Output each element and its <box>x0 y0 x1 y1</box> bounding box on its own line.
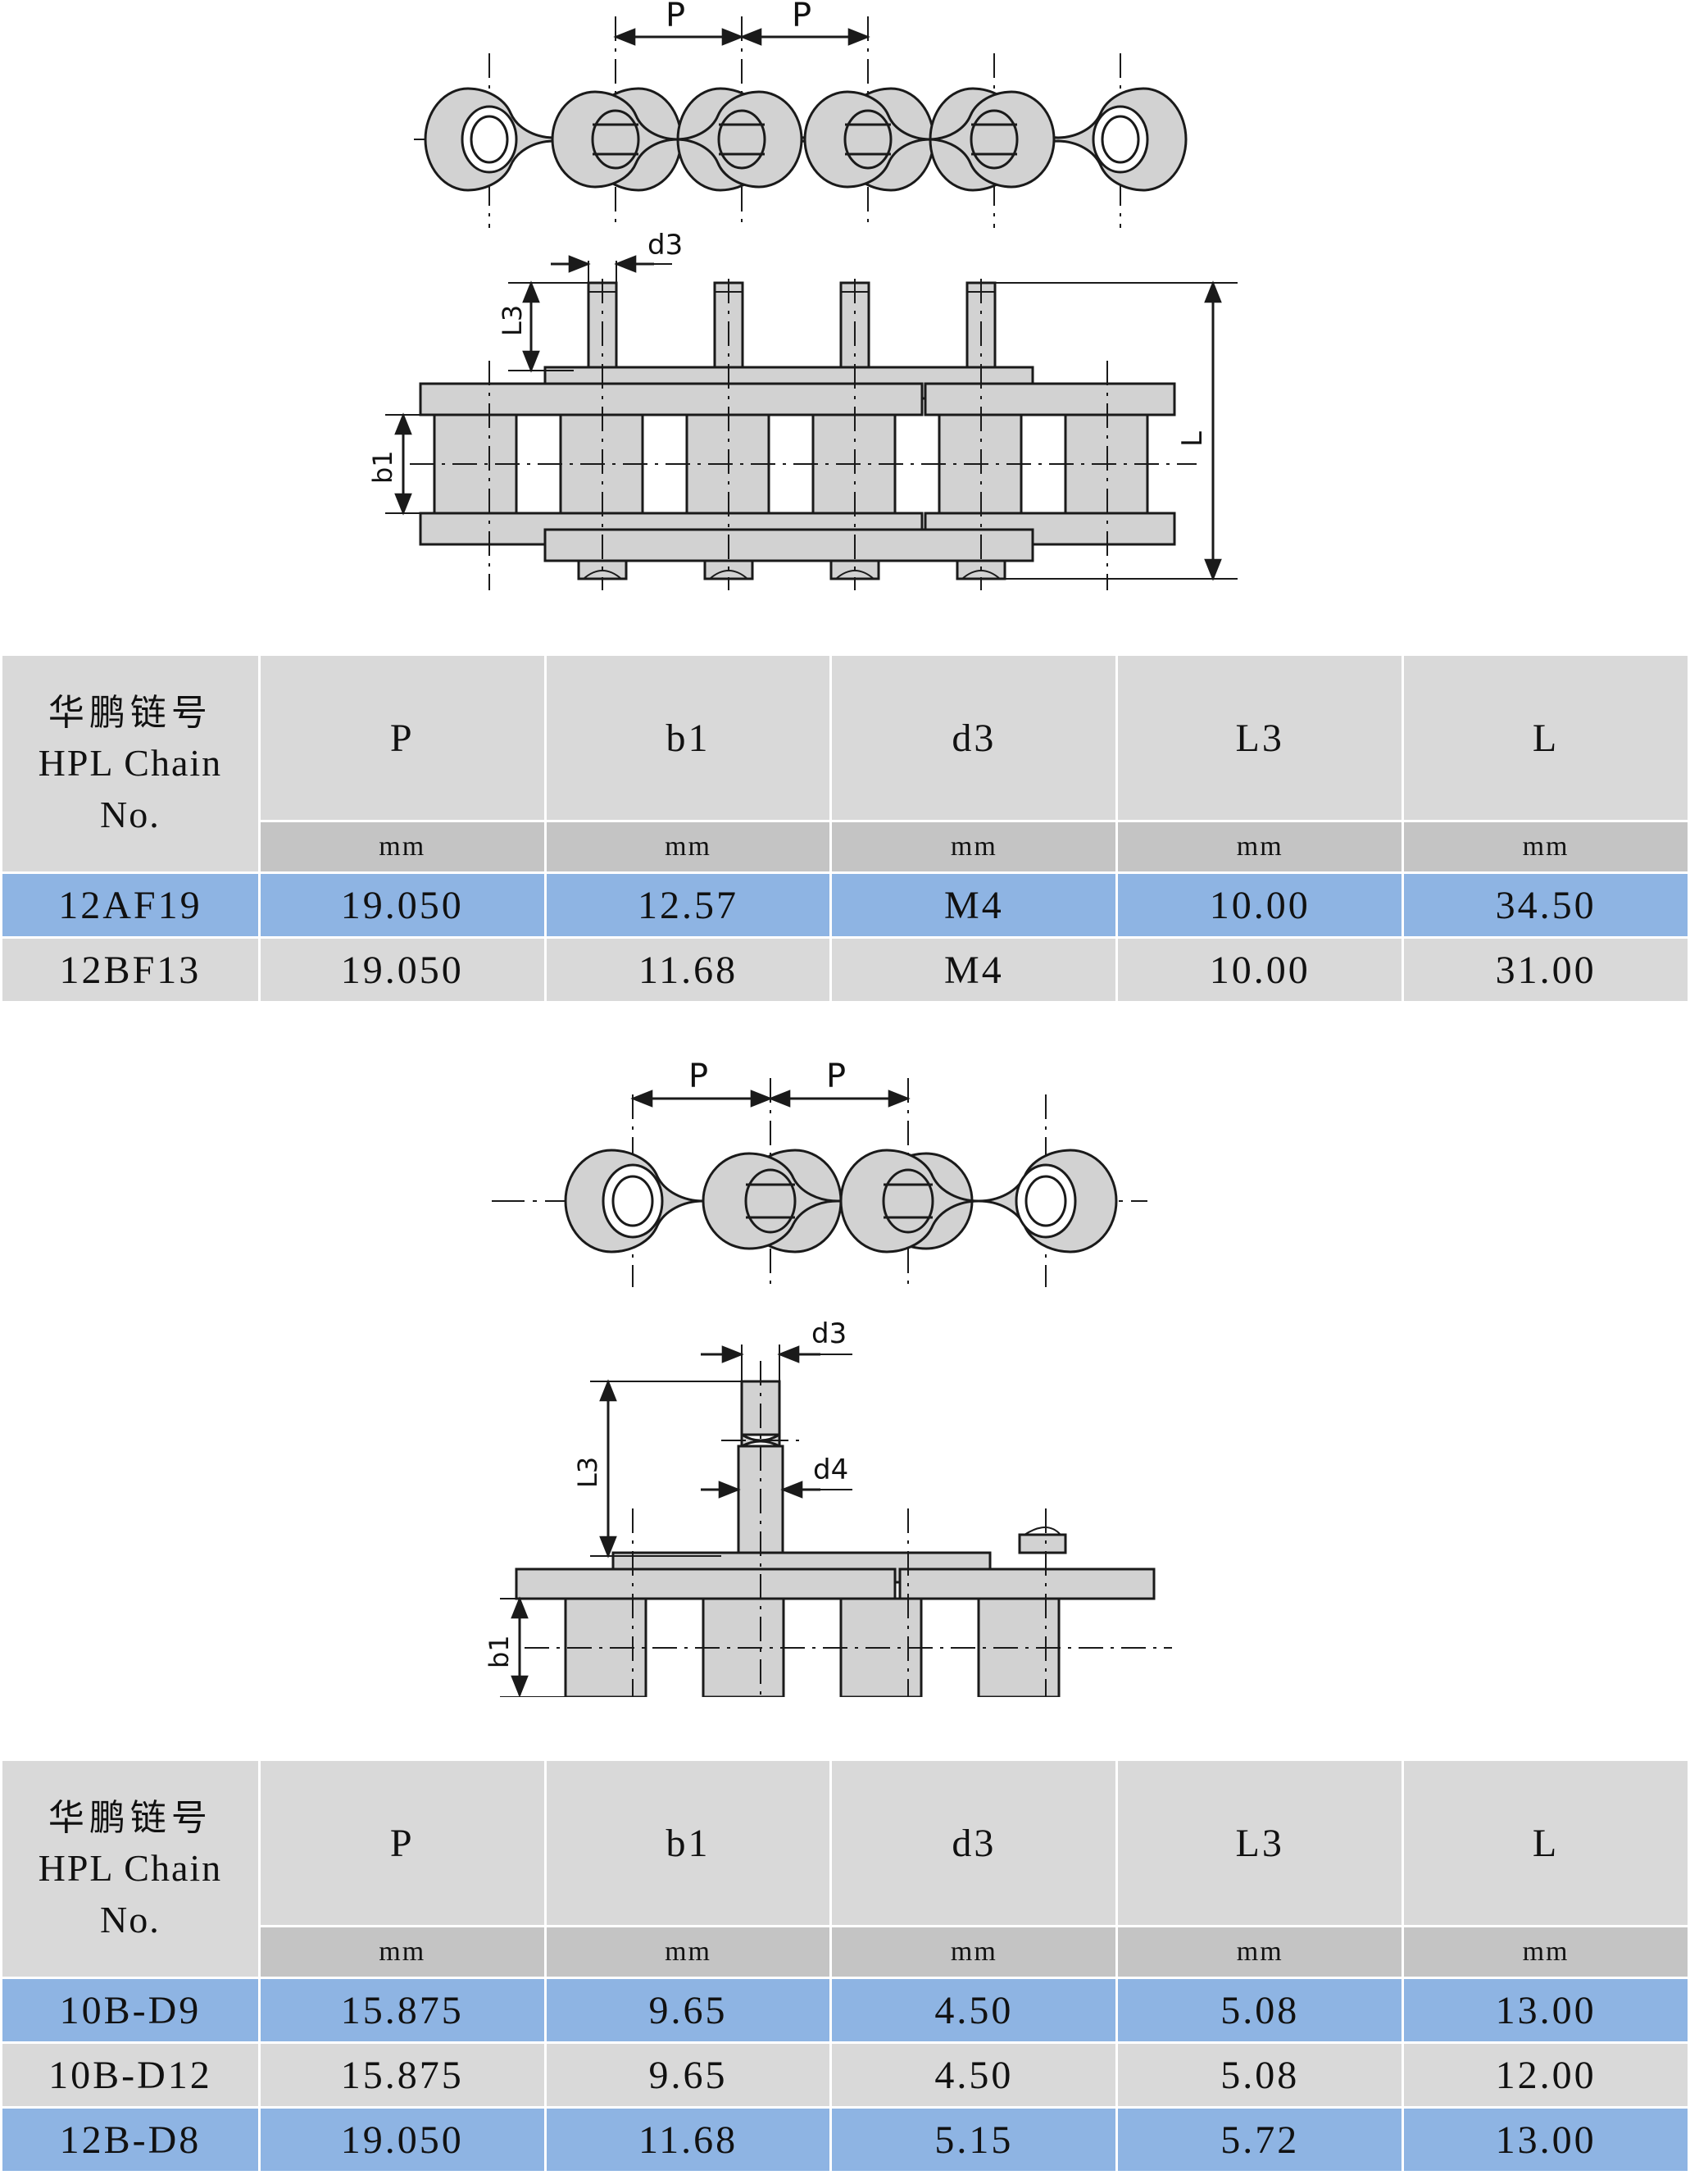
table1-name-header: 华鹏链号 HPL Chain No. <box>2 656 258 871</box>
label-L3-1: L3 <box>497 305 528 336</box>
table2-unit-d3: mm <box>832 1927 1116 1977</box>
table2-row0-d3: 4.50 <box>832 1979 1116 2041</box>
spec-table-2: 华鹏链号 HPL Chain No. P b1 d3 L3 L mm mm mm… <box>0 1759 1690 2173</box>
table2-name-header: 华鹏链号 HPL Chain No. <box>2 1761 258 1977</box>
table-row[interactable]: 12B-D8 19.050 11.68 5.15 5.72 13.00 <box>2 2109 1688 2171</box>
table2-row0-L: 13.00 <box>1404 1979 1688 2041</box>
label-b1-1: b1 <box>367 450 398 484</box>
table1-row1-name: 12BF13 <box>2 939 258 1001</box>
table-row[interactable]: 12BF13 19.050 11.68 M4 10.00 31.00 <box>2 939 1688 1001</box>
table1-unit-P: mm <box>260 822 544 871</box>
table1-col-header-b1: b1 <box>546 656 830 820</box>
table2-row2-name: 12B-D8 <box>2 2109 258 2171</box>
table2-row0-name: 10B-D9 <box>2 1979 258 2041</box>
table-row[interactable]: 10B-D12 15.875 9.65 4.50 5.08 12.00 <box>2 2044 1688 2106</box>
label-P-3: P <box>688 1058 708 1095</box>
table1-col-header-d3: d3 <box>832 656 1116 820</box>
table1-col-header-P: P <box>260 656 544 820</box>
table2-name-header-en2: No. <box>100 1898 161 1941</box>
table2-row0-P: 15.875 <box>260 1979 544 2041</box>
table2-col-header-L3: L3 <box>1118 1761 1402 1925</box>
L3-dimension-group-1 <box>508 280 588 373</box>
table2-row2-L3: 5.72 <box>1118 2109 1402 2171</box>
plan-view-group-2 <box>492 1078 1147 1287</box>
table2-row0-L3: 5.08 <box>1118 1979 1402 2041</box>
L3-dimension-group-2 <box>590 1379 742 1558</box>
plan-view-group <box>414 16 1188 228</box>
table2-header-row: 华鹏链号 HPL Chain No. P b1 d3 L3 L <box>2 1761 1688 1977</box>
table-row[interactable]: 10B-D9 15.875 9.65 4.50 5.08 13.00 <box>2 1979 1688 2041</box>
table2-row2-L: 13.00 <box>1404 2109 1688 2171</box>
table1-row0-L3: 10.00 <box>1118 874 1402 936</box>
table2-row1-d3: 4.50 <box>832 2044 1116 2106</box>
label-L3-2: L3 <box>572 1457 603 1488</box>
table2-row0-b1: 9.65 <box>546 1979 830 2041</box>
table2-unit-b1: mm <box>546 1927 830 1977</box>
table2-col-header-d3: d3 <box>832 1761 1116 1925</box>
table2-row2-P: 19.050 <box>260 2109 544 2171</box>
section-view-group-1 <box>410 279 1197 590</box>
label-L-1: L <box>1176 431 1209 447</box>
table2-unit-row: mm mm mm mm mm <box>2 1927 1688 1977</box>
table2-row1-L3: 5.08 <box>1118 2044 1402 2106</box>
b1-dimension-group-1 <box>385 412 438 516</box>
label-d3-2: d3 <box>811 1317 847 1350</box>
table1-unit-L: mm <box>1404 822 1688 871</box>
label-P-1: P <box>666 0 685 34</box>
L-dimension-group-1 <box>992 280 1238 581</box>
table2-unit-L: mm <box>1404 1927 1688 1977</box>
table1-unit-b1: mm <box>546 822 830 871</box>
table2-row1-name: 10B-D12 <box>2 2044 258 2106</box>
table1-unit-row: mm mm mm mm mm <box>2 822 1688 871</box>
table1-row0-d3: M4 <box>832 874 1116 936</box>
d3-dimension-group-1 <box>551 255 672 287</box>
figure-bottom-chain-with-extended-pin: P P <box>0 1049 1690 1697</box>
section-view-group-2 <box>515 1361 1172 1697</box>
figure-top-chain-with-threaded-pins: P P <box>0 0 1690 623</box>
table2-col-header-P: P <box>260 1761 544 1925</box>
table2-row1-L: 12.00 <box>1404 2044 1688 2106</box>
table1-row0-b1: 12.57 <box>546 874 830 936</box>
table2-row1-b1: 9.65 <box>546 2044 830 2106</box>
label-d4-2: d4 <box>813 1454 848 1486</box>
label-d3-1: d3 <box>647 229 683 262</box>
table1-col-header-L: L <box>1404 656 1688 820</box>
table1-unit-d3: mm <box>832 822 1116 871</box>
label-P-4: P <box>826 1058 846 1095</box>
table1-col-header-L3: L3 <box>1118 656 1402 820</box>
table1-row1-P: 19.050 <box>260 939 544 1001</box>
table1-row1-b1: 11.68 <box>546 939 830 1001</box>
table1-row0-L: 34.50 <box>1404 874 1688 936</box>
table1-name-header-en2: No. <box>100 793 161 835</box>
table1-row1-L3: 10.00 <box>1118 939 1402 1001</box>
table2-name-header-cn: 华鹏链号 <box>48 1797 212 1840</box>
table1-row0-name: 12AF19 <box>2 874 258 936</box>
table2-unit-L3: mm <box>1118 1927 1402 1977</box>
d3-dimension-group-2 <box>701 1345 852 1385</box>
table2-row1-P: 15.875 <box>260 2044 544 2106</box>
table1-name-header-en1: HPL Chain <box>38 742 223 785</box>
table2-col-header-b1: b1 <box>546 1761 830 1925</box>
table2-name-header-en1: HPL Chain <box>38 1847 223 1890</box>
table1-header-row: 华鹏链号 HPL Chain No. P b1 d3 L3 L <box>2 656 1688 871</box>
table2-row2-d3: 5.15 <box>832 2109 1116 2171</box>
table1-row1-L: 31.00 <box>1404 939 1688 1001</box>
table2-row2-b1: 11.68 <box>546 2109 830 2171</box>
table2-unit-P: mm <box>260 1927 544 1977</box>
label-b1-2: b1 <box>484 1635 515 1668</box>
table2-col-header-L: L <box>1404 1761 1688 1925</box>
label-P-2: P <box>792 0 811 34</box>
table1-name-header-cn: 华鹏链号 <box>48 692 212 735</box>
table1-row1-d3: M4 <box>832 939 1116 1001</box>
table1-row0-P: 19.050 <box>260 874 544 936</box>
table-row[interactable]: 12AF19 19.050 12.57 M4 10.00 34.50 <box>2 874 1688 936</box>
b1-dimension-group-2 <box>500 1596 570 1697</box>
spec-table-1: 华鹏链号 HPL Chain No. P b1 d3 L3 L mm mm mm… <box>0 653 1690 1003</box>
table1-unit-L3: mm <box>1118 822 1402 871</box>
